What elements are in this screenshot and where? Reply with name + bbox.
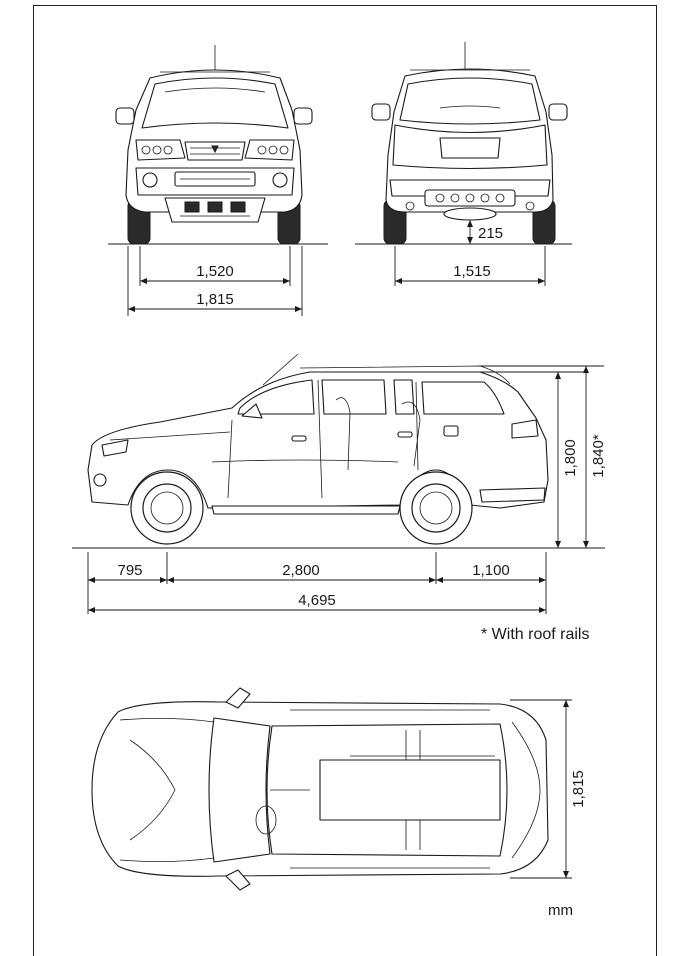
side-rear-window [421,381,505,415]
top-view [91,687,549,891]
front-view [108,45,328,245]
side-antenna [262,353,299,386]
side-middle-window [321,379,387,415]
unit-label: mm [548,902,573,919]
side-taillight [511,419,539,439]
height-with-rails-label: 1,840* [590,434,607,478]
front-logo [211,145,219,154]
rear-track-label: 1,515 [453,263,491,280]
rear-window [399,77,541,125]
rear-dimensions: 215 1,515 [394,220,546,286]
roof-rails-footnote: * With roof rails [481,626,590,643]
height-label: 1,800 [562,439,579,477]
wheelbase-label: 2,800 [282,562,320,579]
rear-left-mirror [371,103,391,121]
rear-view [355,42,572,245]
rear-plate-area [439,137,501,159]
side-dimensions: 795 2,800 1,100 4,695 1,800 1,840* [87,365,607,614]
front-width-label: 1,815 [196,291,234,308]
side-step [211,505,401,515]
top-dimensions: 1,815 [510,699,587,879]
front-dimensions: 1,520 1,815 [127,246,303,316]
side-headlight [101,439,129,457]
top-width-label: 1,815 [570,770,587,808]
page-frame [33,5,657,956]
top-windshield [208,717,271,863]
side-mirror [241,403,263,419]
rear-right-mirror [548,103,568,121]
front-track-label: 1,520 [196,263,234,280]
front-overhang-label: 795 [117,562,142,579]
top-right-mirror [225,869,251,891]
side-view [72,353,605,549]
front-right-mirror [293,107,313,125]
rear-overhang-label: 1,100 [472,562,510,579]
ground-clearance-label: 215 [478,225,503,242]
top-left-mirror [225,687,251,709]
front-left-mirror [115,107,135,125]
overall-length-label: 4,695 [298,592,336,609]
front-windshield [141,77,289,129]
